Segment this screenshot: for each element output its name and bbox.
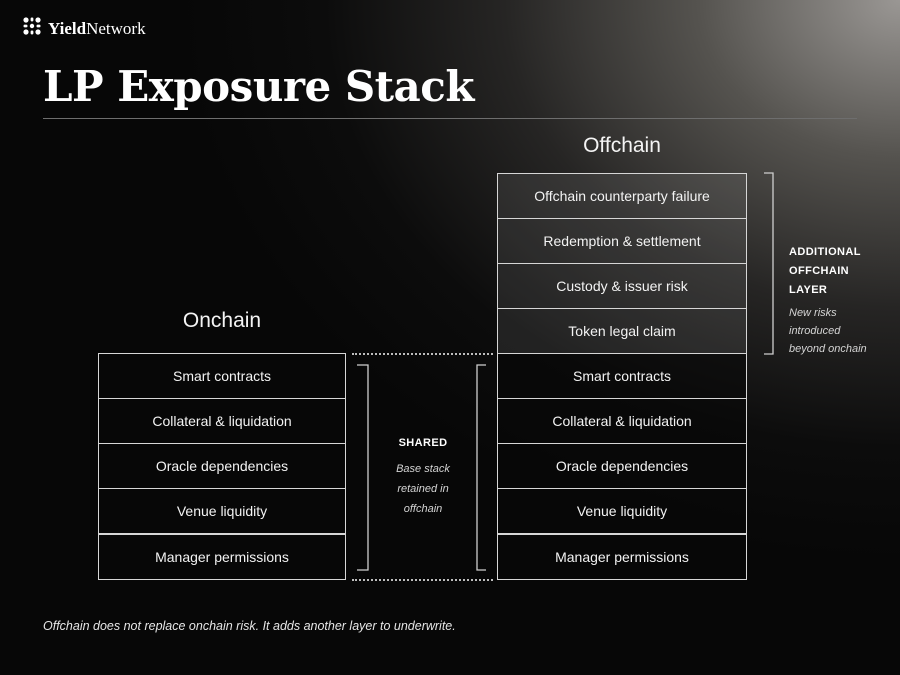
brand-name-bold: Yield (48, 18, 87, 38)
shared-label-heading: SHARED (398, 437, 448, 449)
title-divider (43, 118, 857, 119)
onchain-layer-manager-permissions: Manager permissions (98, 534, 346, 580)
onchain-layer-collateral-liquidation: Collateral & liquidation (98, 398, 346, 444)
shared-bottom-connector (352, 579, 493, 581)
brand-name: YieldNetwork (48, 19, 146, 39)
onchain-heading: Onchain (182, 309, 262, 332)
offchain-layer-manager-permissions: Manager permissions (497, 534, 747, 580)
offchain-heading: Offchain (583, 134, 661, 157)
additional-bracket (764, 172, 774, 355)
offchain-layer-counterparty-failure: Offchain counterparty failure (497, 173, 747, 219)
shared-top-connector (352, 353, 493, 355)
onchain-layer-venue-liquidity: Venue liquidity (98, 488, 346, 534)
brand-name-rest: Network (86, 18, 146, 38)
page-title: LP Exposure Stack (43, 62, 474, 111)
additional-label-heading: ADDITIONAL OFFCHAIN LAYER (789, 246, 861, 296)
shared-label-sub: Base stack retained in offchain (396, 463, 450, 515)
brand: YieldNetwork (22, 16, 146, 41)
footer-note: Offchain does not replace onchain risk. … (43, 619, 456, 633)
offchain-layer-venue-liquidity: Venue liquidity (497, 488, 747, 534)
yield-network-logo-icon (22, 16, 42, 41)
offchain-layer-smart-contracts: Smart contracts (497, 353, 747, 399)
shared-right-bracket (476, 364, 486, 571)
additional-label-sub: New risks introduced beyond onchain (789, 307, 867, 355)
offchain-layer-custody-issuer-risk: Custody & issuer risk (497, 263, 747, 309)
shared-left-bracket (357, 364, 369, 571)
